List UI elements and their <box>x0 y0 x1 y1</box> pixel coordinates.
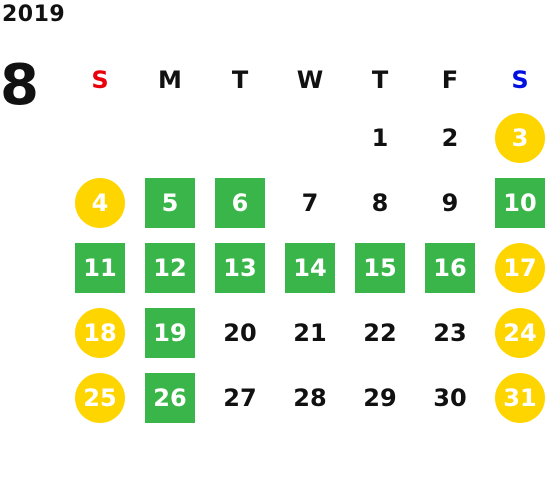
day-number: 12 <box>145 242 195 293</box>
day-number: 2 <box>441 123 459 152</box>
day-cell[interactable]: 21 <box>275 300 345 365</box>
day-number: 17 <box>495 242 545 293</box>
day-cell[interactable]: 11 <box>65 235 135 300</box>
day-number: 10 <box>495 177 545 228</box>
day-number: 6 <box>215 177 265 228</box>
day-cell[interactable]: 1 <box>345 105 415 170</box>
day-number: 24 <box>495 307 545 358</box>
day-number: 28 <box>293 383 327 412</box>
day-cell[interactable]: 15 <box>345 235 415 300</box>
day-cell[interactable]: 31 <box>485 365 548 430</box>
day-cell[interactable]: 7 <box>275 170 345 235</box>
day-cell[interactable]: 30 <box>415 365 485 430</box>
day-cell[interactable]: 14 <box>275 235 345 300</box>
day-cell[interactable]: 10 <box>485 170 548 235</box>
day-cell[interactable]: 17 <box>485 235 548 300</box>
day-cell[interactable]: 25 <box>65 365 135 430</box>
day-number: 25 <box>75 372 125 423</box>
day-number: 21 <box>293 318 327 347</box>
empty-cell <box>65 105 135 170</box>
day-cell[interactable]: 23 <box>415 300 485 365</box>
day-cell[interactable]: 2 <box>415 105 485 170</box>
day-number: 20 <box>223 318 257 347</box>
day-cell[interactable]: 22 <box>345 300 415 365</box>
day-cell[interactable]: 18 <box>65 300 135 365</box>
day-number: 15 <box>355 242 405 293</box>
weekday-header: S <box>511 66 529 94</box>
day-cell[interactable]: 19 <box>135 300 205 365</box>
day-number: 14 <box>285 242 335 293</box>
day-number: 22 <box>363 318 397 347</box>
day-number: 7 <box>301 188 319 217</box>
day-number: 3 <box>495 112 545 163</box>
day-cell[interactable]: 8 <box>345 170 415 235</box>
weekday-header: F <box>441 66 459 94</box>
day-cell[interactable]: 20 <box>205 300 275 365</box>
day-number: 5 <box>145 177 195 228</box>
day-cell[interactable]: 5 <box>135 170 205 235</box>
empty-cell <box>275 105 345 170</box>
day-number: 16 <box>425 242 475 293</box>
day-number: 30 <box>433 383 467 412</box>
day-cell[interactable]: 26 <box>135 365 205 430</box>
day-cell[interactable]: 12 <box>135 235 205 300</box>
day-number: 23 <box>433 318 467 347</box>
day-number: 29 <box>363 383 397 412</box>
day-cell[interactable]: 9 <box>415 170 485 235</box>
day-cell[interactable]: 28 <box>275 365 345 430</box>
day-cell[interactable]: 3 <box>485 105 548 170</box>
empty-cell <box>135 105 205 170</box>
day-number: 8 <box>371 188 389 217</box>
day-number: 4 <box>75 177 125 228</box>
day-number: 31 <box>495 372 545 423</box>
day-number: 1 <box>371 123 389 152</box>
day-cell[interactable]: 29 <box>345 365 415 430</box>
day-cell[interactable]: 27 <box>205 365 275 430</box>
day-cell[interactable]: 24 <box>485 300 548 365</box>
day-cell[interactable]: 16 <box>415 235 485 300</box>
day-number: 26 <box>145 372 195 423</box>
weekday-header: T <box>371 66 389 94</box>
year-label: 2019 <box>2 2 66 27</box>
month-number: 8 <box>0 53 39 118</box>
day-number: 13 <box>215 242 265 293</box>
weekday-header: S <box>91 66 109 94</box>
day-cell[interactable]: 6 <box>205 170 275 235</box>
day-cell[interactable]: 13 <box>205 235 275 300</box>
day-number: 27 <box>223 383 257 412</box>
day-number: 18 <box>75 307 125 358</box>
empty-cell <box>205 105 275 170</box>
day-number: 9 <box>441 188 459 217</box>
day-number: 19 <box>145 307 195 358</box>
weekday-header: T <box>231 66 249 94</box>
day-number: 11 <box>75 242 125 293</box>
weekday-header: M <box>158 66 182 94</box>
day-cell[interactable]: 4 <box>65 170 135 235</box>
weekday-header: W <box>296 66 324 94</box>
